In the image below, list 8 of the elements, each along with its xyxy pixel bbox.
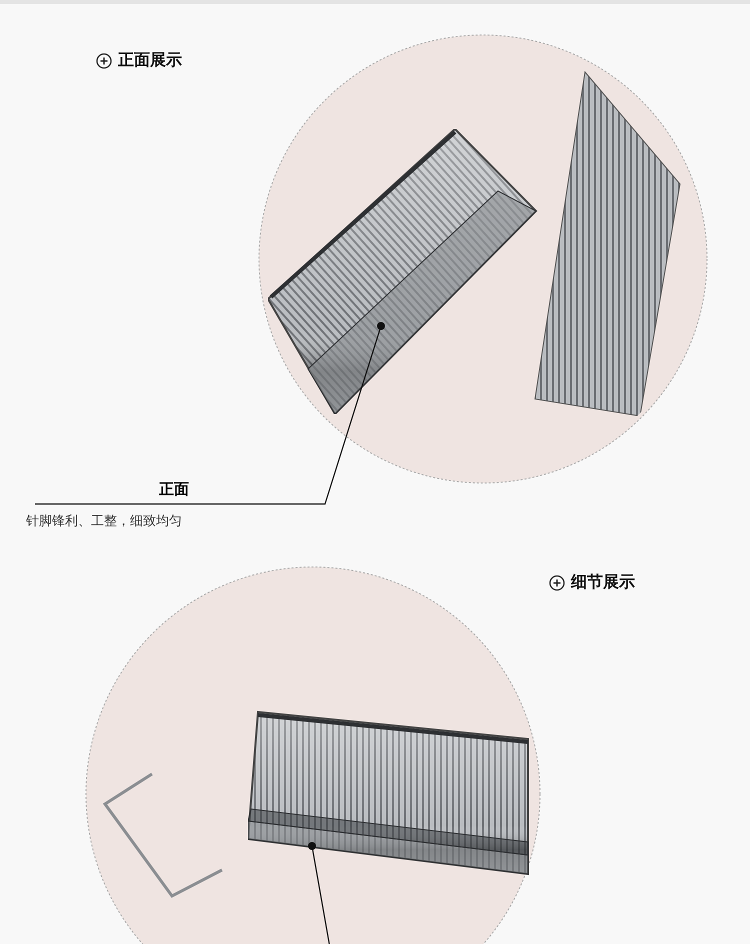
leader-line	[35, 322, 385, 505]
section-heading: 细节展示	[571, 572, 635, 593]
description-text: 针脚锋利、工整，细致均匀	[26, 513, 182, 530]
section-heading: 正面展示	[118, 50, 182, 71]
staple-strip-picture	[248, 709, 530, 877]
leader-line	[308, 842, 331, 944]
staple-strip-picture	[268, 129, 538, 414]
callout-heading: 正面	[150, 480, 198, 502]
